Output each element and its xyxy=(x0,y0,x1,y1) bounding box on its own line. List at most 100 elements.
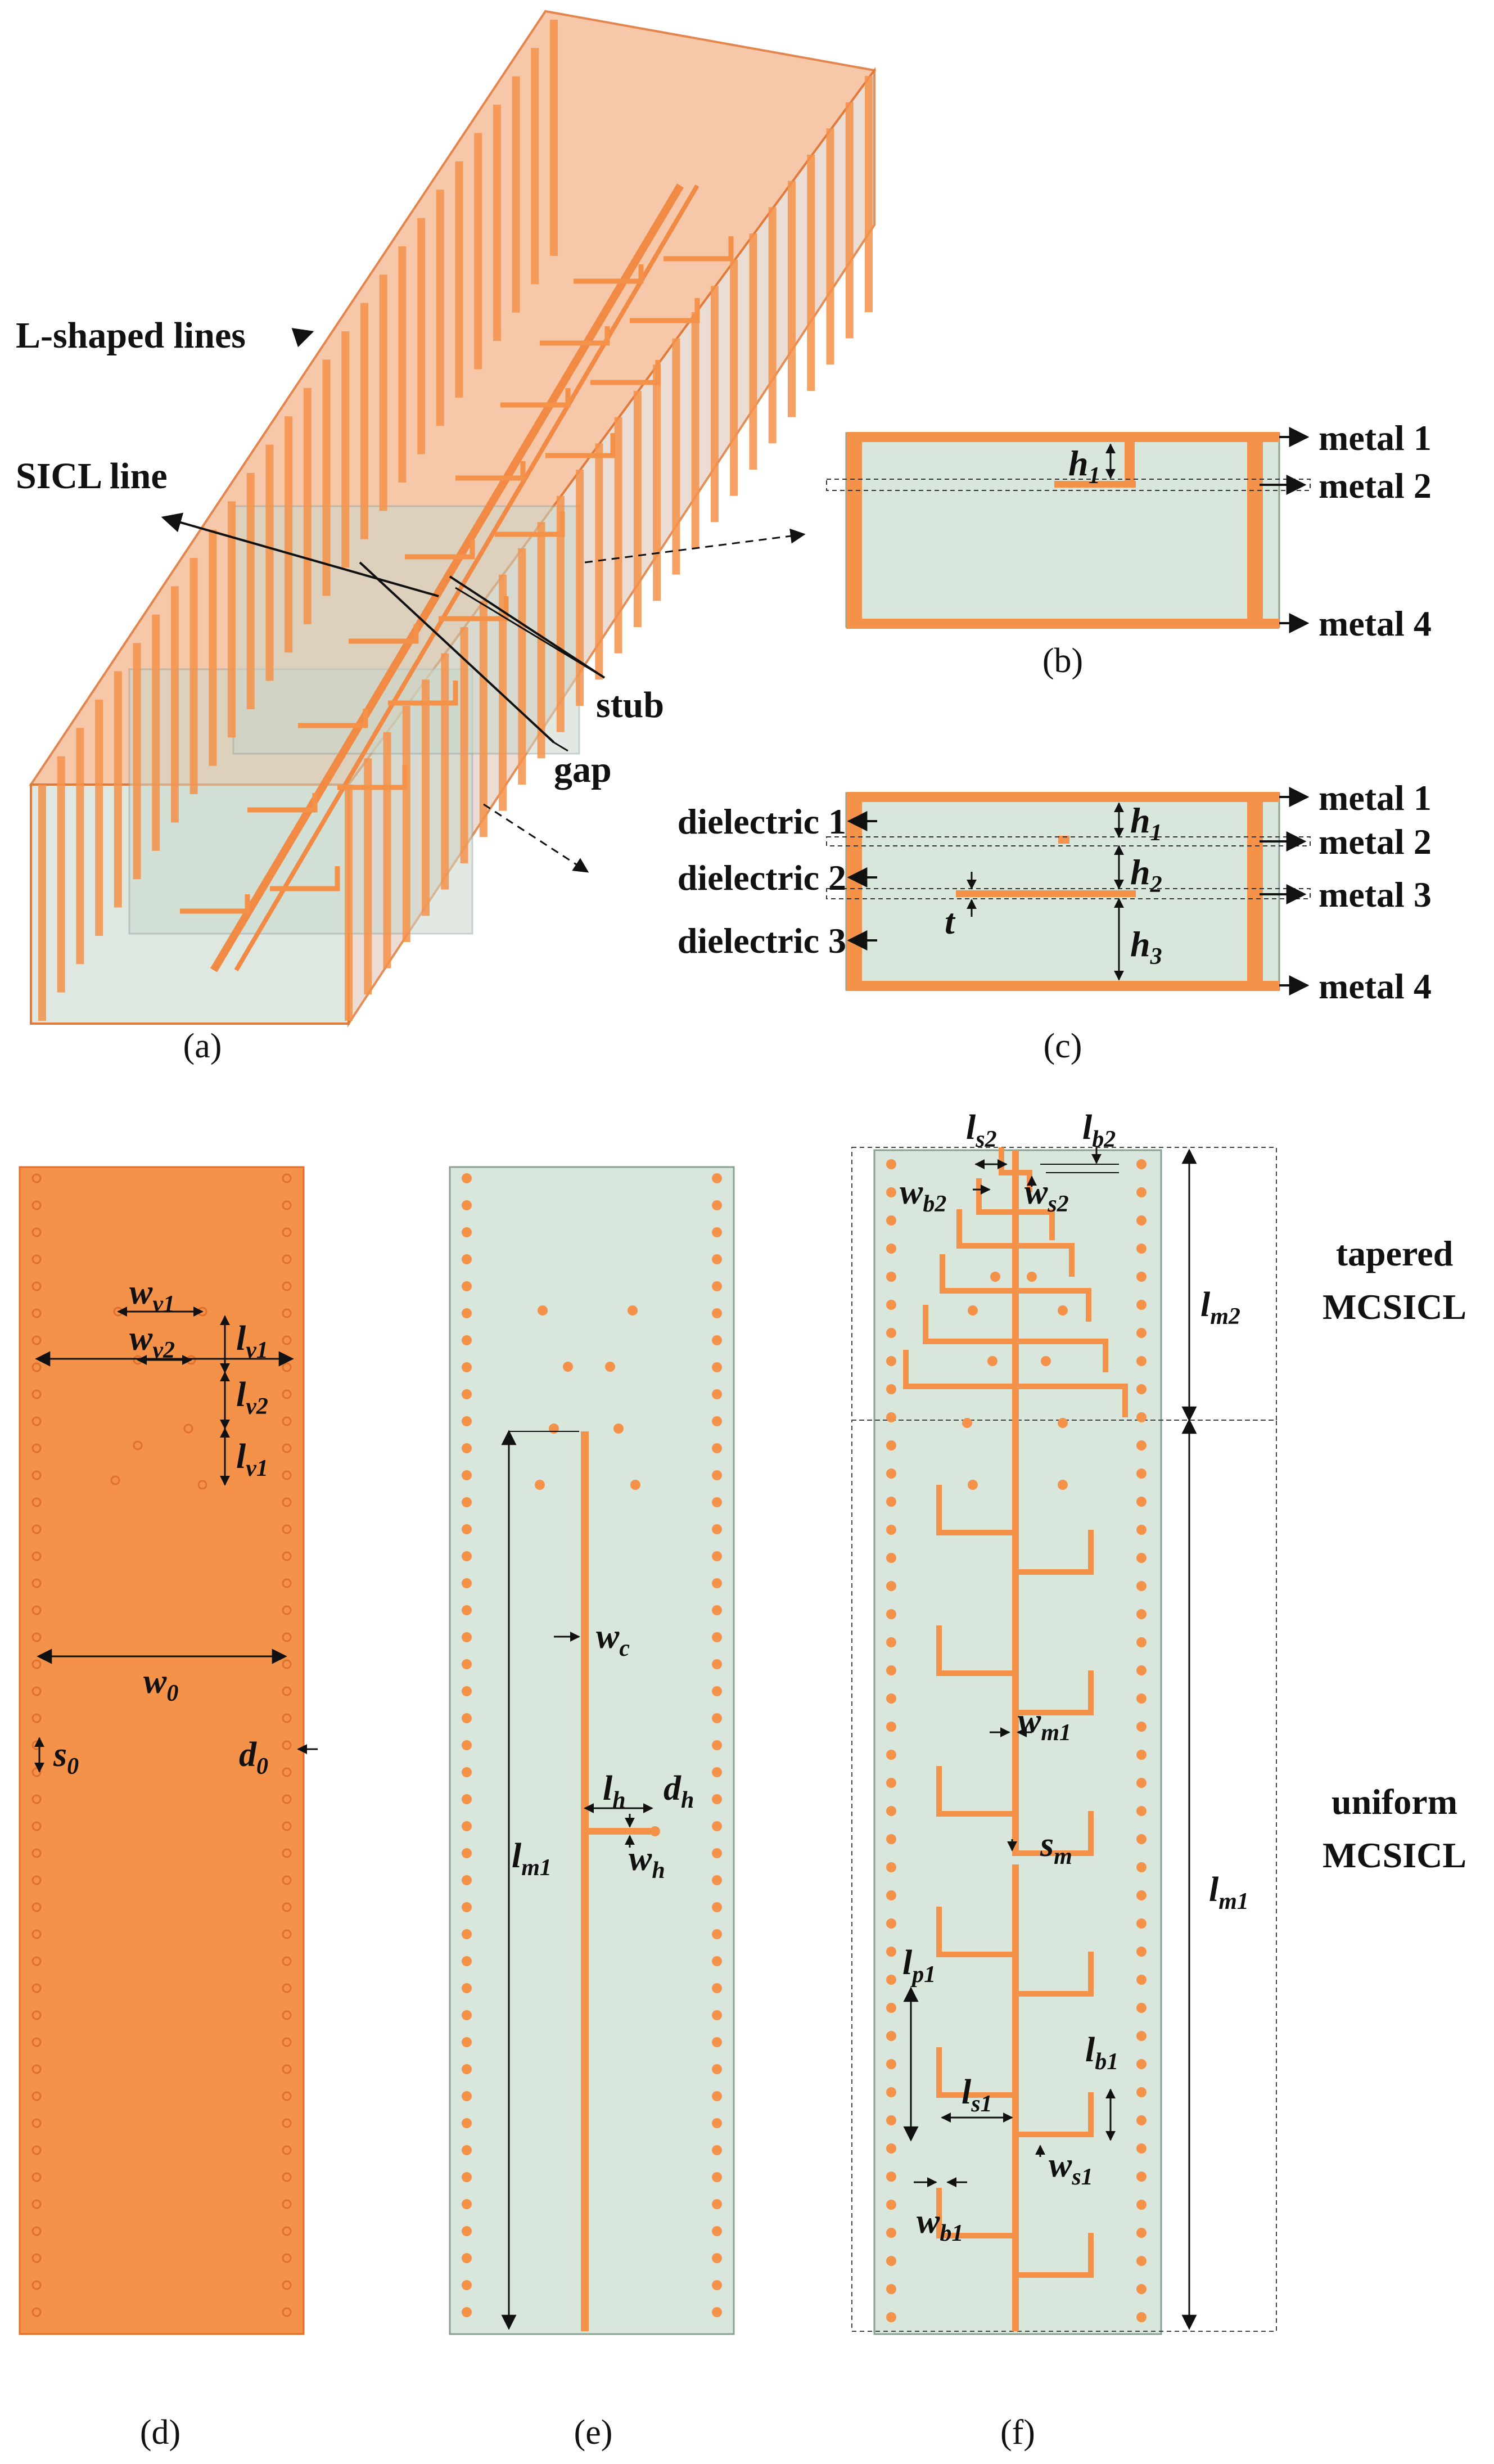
via-post xyxy=(265,444,274,681)
via-dot xyxy=(1136,2256,1147,2266)
via-dot xyxy=(1136,2172,1147,2182)
branch-stub xyxy=(1069,1243,1075,1277)
l-branch xyxy=(936,2233,1015,2238)
via-hole xyxy=(31,1902,42,1912)
via-dot xyxy=(1136,1693,1147,1704)
via-dot xyxy=(712,2253,722,2263)
via-dot xyxy=(886,2087,896,2097)
l-shaped-line xyxy=(405,540,475,560)
l-branch xyxy=(1015,1710,1094,1715)
via-post xyxy=(285,416,293,653)
via-dot xyxy=(712,2172,722,2182)
label-lv1-a: lv1 xyxy=(236,1319,268,1363)
via-post xyxy=(303,388,312,624)
via-hole xyxy=(31,2172,42,2182)
via-dot xyxy=(712,1740,722,1750)
via-dot xyxy=(712,1308,722,1318)
branch-stub xyxy=(1049,1209,1055,1240)
via-post xyxy=(209,529,217,766)
via-dot xyxy=(712,1281,722,1291)
label-ws2: ws2 xyxy=(1024,1173,1069,1217)
via-post xyxy=(672,338,680,575)
via-hole xyxy=(282,1281,292,1291)
via-dot xyxy=(886,1328,896,1338)
via-hole xyxy=(31,1443,42,1453)
l-shaped-line xyxy=(545,433,616,458)
l-shaped-line xyxy=(349,624,419,644)
label-d0: d0 xyxy=(239,1736,268,1780)
via-dot xyxy=(886,1159,896,1169)
via-dot xyxy=(462,1254,472,1264)
via-hole xyxy=(31,1956,42,1966)
via-post xyxy=(614,417,622,654)
via-dot xyxy=(712,1605,722,1615)
dielectric-b xyxy=(845,432,1280,628)
via-dot xyxy=(1136,1215,1147,1226)
via-dot xyxy=(886,1806,896,1816)
via-hole xyxy=(31,1578,42,1588)
via-dot xyxy=(886,1637,896,1647)
label-metal4-b: metal 4 xyxy=(1319,603,1432,643)
via-hole xyxy=(31,2307,42,2317)
via-dot xyxy=(712,2091,722,2101)
mcsicl-lines-f xyxy=(903,1147,1128,2331)
branch-stub xyxy=(976,1178,982,1209)
via-dot xyxy=(462,1740,472,1750)
via-dot xyxy=(886,1947,896,1957)
caption-a: (a) xyxy=(183,1027,222,1065)
via-dot xyxy=(1027,1272,1037,1282)
via-dot xyxy=(462,1983,472,1993)
l-shaped-line xyxy=(540,326,610,346)
via-dot xyxy=(1136,1553,1147,1563)
branch xyxy=(956,1243,1075,1249)
via-dot xyxy=(712,1983,722,1993)
label-lm1-e: lm1 xyxy=(512,1837,552,1881)
via-dot xyxy=(1136,1975,1147,1985)
via-hole xyxy=(282,1632,292,1642)
metal2-dot-c xyxy=(1058,836,1069,844)
via-dot xyxy=(462,2199,472,2209)
via-hole xyxy=(31,2037,42,2047)
via-hole xyxy=(31,2253,42,2263)
via-dot xyxy=(712,1497,722,1507)
via-dot xyxy=(886,1215,896,1226)
via-dot xyxy=(886,1356,896,1366)
via-dot xyxy=(1136,1159,1147,1169)
via-dot xyxy=(1136,1637,1147,1647)
via-dot xyxy=(886,1834,896,1844)
via-dot xyxy=(1136,2284,1147,2294)
via-hole xyxy=(282,2091,292,2101)
via-post xyxy=(479,601,488,837)
label-lm1-f: lm1 xyxy=(1209,1871,1249,1915)
via-dot xyxy=(1136,2003,1147,2013)
via-hole xyxy=(282,1929,292,1939)
via-dot xyxy=(886,2059,896,2069)
via-hole xyxy=(282,1605,292,1615)
via-dot xyxy=(462,1389,472,1399)
via-dot xyxy=(1136,1665,1147,1675)
l-shaped-line xyxy=(664,236,734,262)
via-hole xyxy=(31,1713,42,1723)
via-hole xyxy=(282,1389,292,1399)
via-post xyxy=(499,574,507,811)
via-dot xyxy=(712,1659,722,1669)
via-hole xyxy=(183,1424,193,1434)
via-post xyxy=(170,586,179,823)
via-hole xyxy=(31,1632,42,1642)
via-dot xyxy=(886,1918,896,1929)
via-dot xyxy=(886,2143,896,2154)
label-tapered: tapered xyxy=(1336,1233,1454,1273)
via-hole xyxy=(31,1308,42,1318)
via-hole xyxy=(282,1416,292,1426)
via-dot xyxy=(1136,1440,1147,1451)
via-hole xyxy=(282,1848,292,1858)
via-dot xyxy=(712,1470,722,1480)
l-shaped-line xyxy=(180,894,250,914)
via-dot xyxy=(462,2226,472,2236)
via-dot xyxy=(1041,1356,1051,1366)
metal3-strip-c xyxy=(956,890,1136,897)
via-dot xyxy=(712,1335,722,1345)
via-holes-f xyxy=(886,1159,1147,2322)
via-dot xyxy=(1058,1305,1068,1316)
branch-stub xyxy=(956,1209,962,1243)
